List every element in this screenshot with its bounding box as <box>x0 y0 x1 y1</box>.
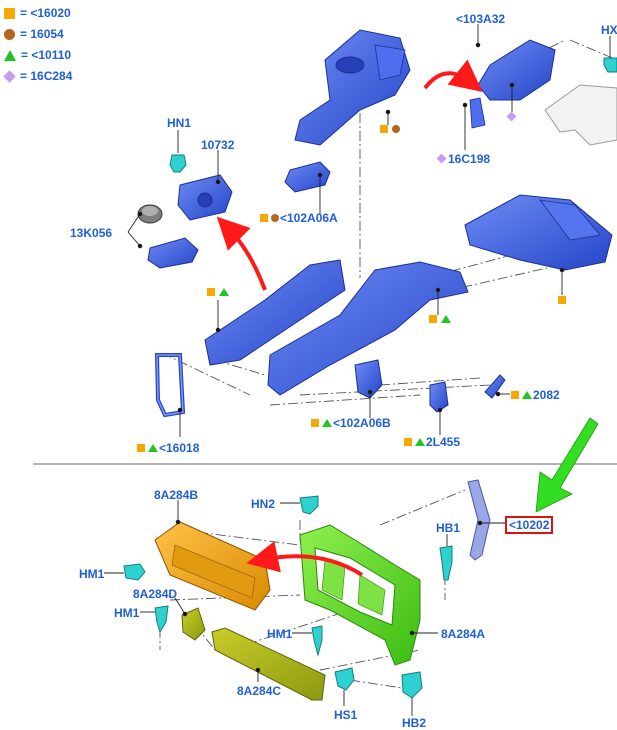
plate-10732-part[interactable] <box>177 174 233 221</box>
label-8a284a[interactable]: 8A284A <box>441 627 486 641</box>
callout-leaders <box>104 24 611 716</box>
label-text: 2L455 <box>426 435 461 449</box>
label-text: <102A06A <box>280 211 338 225</box>
fastener-hn1[interactable] <box>169 154 187 173</box>
label-8a284c[interactable]: 8A284C <box>237 684 282 698</box>
bracket-13k056-lower-part[interactable] <box>147 237 199 269</box>
bracket-8a284d-part[interactable] <box>181 607 206 641</box>
label-8a284d[interactable]: 8A284D <box>133 587 178 601</box>
label-16018[interactable]: <16018 <box>137 441 199 455</box>
fastener-hn2[interactable] <box>299 495 319 515</box>
legend-text: = <10110 <box>21 48 72 62</box>
fastener-hs1[interactable] <box>334 667 355 691</box>
label-hn2[interactable]: HN2 <box>251 497 276 511</box>
label-hs1[interactable]: HS1 <box>334 708 358 722</box>
label-hm1-b[interactable]: HM1 <box>114 606 140 620</box>
label-hn1[interactable]: HN1 <box>167 116 192 130</box>
diamond-icon <box>3 69 16 83</box>
red-arrows <box>216 59 483 577</box>
bracket-102a06a-part[interactable] <box>284 161 331 193</box>
fender-part[interactable] <box>544 84 617 146</box>
diamond-icon <box>436 153 447 164</box>
bracket-2l455-part[interactable] <box>429 381 449 413</box>
legend-text: = 16C284 <box>20 69 73 83</box>
label-102a06b[interactable]: <102A06B <box>311 416 391 430</box>
label-13k056[interactable]: 13K056 <box>70 226 113 240</box>
upper-apron-right-part[interactable] <box>464 194 613 271</box>
legend-text: = <16020 <box>20 6 71 20</box>
legend-item-diamond: = 16C284 <box>3 68 73 84</box>
square-triangle-icon <box>511 391 532 399</box>
label-hb2[interactable]: HB2 <box>402 716 427 730</box>
bracket-2082-part[interactable] <box>484 374 506 399</box>
label-hb1[interactable]: HB1 <box>436 521 461 535</box>
legend-text: = 16054 <box>20 27 64 41</box>
fastener-hm1-c[interactable] <box>311 625 323 657</box>
triangle-icon <box>4 49 16 61</box>
fastener-hm1-b[interactable] <box>154 605 169 634</box>
circle-icon <box>4 28 15 40</box>
label-text: 2082 <box>533 388 560 402</box>
label-2082[interactable]: 2082 <box>511 388 560 402</box>
label-text: <16018 <box>159 441 200 455</box>
fastener-hb1[interactable] <box>439 545 453 581</box>
label-10732[interactable]: 10732 <box>201 138 235 152</box>
label-hm1-a[interactable]: HM1 <box>79 567 105 581</box>
label-102a06a[interactable]: <102A06A <box>260 211 338 225</box>
part-symbols <box>207 111 566 323</box>
label-8a284b[interactable]: 8A284B <box>154 488 199 502</box>
fastener-hm1-a[interactable] <box>123 563 146 581</box>
label-103a32[interactable]: <103A32 <box>456 12 506 26</box>
bracket-10202-part[interactable] <box>467 479 491 561</box>
square-circle-icon <box>260 214 279 222</box>
label-hm1-c[interactable]: HM1 <box>267 627 293 641</box>
strut-tower-part[interactable] <box>294 29 411 146</box>
lower-bar-8a284c-part[interactable] <box>211 627 326 701</box>
legend-item-square: = <16020 <box>4 5 71 21</box>
frame-rail-left-part[interactable] <box>204 259 346 366</box>
square-triangle-icon <box>404 438 425 446</box>
label-2l455[interactable]: 2L455 <box>404 435 460 449</box>
legend-item-triangle: = <10110 <box>4 47 71 63</box>
label-hx[interactable]: HX <box>601 23 617 37</box>
fastener-hb2[interactable] <box>401 671 423 699</box>
label-text: 16C198 <box>448 152 491 166</box>
fastener-hx[interactable] <box>603 57 617 73</box>
frame-16018-part[interactable] <box>154 353 186 418</box>
square-triangle-icon <box>137 444 158 452</box>
green-arrow <box>535 417 599 513</box>
label-text: <102A06B <box>333 416 391 430</box>
square-triangle-icon <box>311 419 332 427</box>
square-icon <box>4 7 15 19</box>
legend-item-circle: = 16054 <box>4 26 64 42</box>
label-10202[interactable]: <10202 <box>505 516 554 534</box>
inner-apron-center-part[interactable] <box>267 261 469 396</box>
bracket-102a06b-part[interactable] <box>354 359 383 399</box>
label-16c198[interactable]: 16C198 <box>436 152 490 166</box>
